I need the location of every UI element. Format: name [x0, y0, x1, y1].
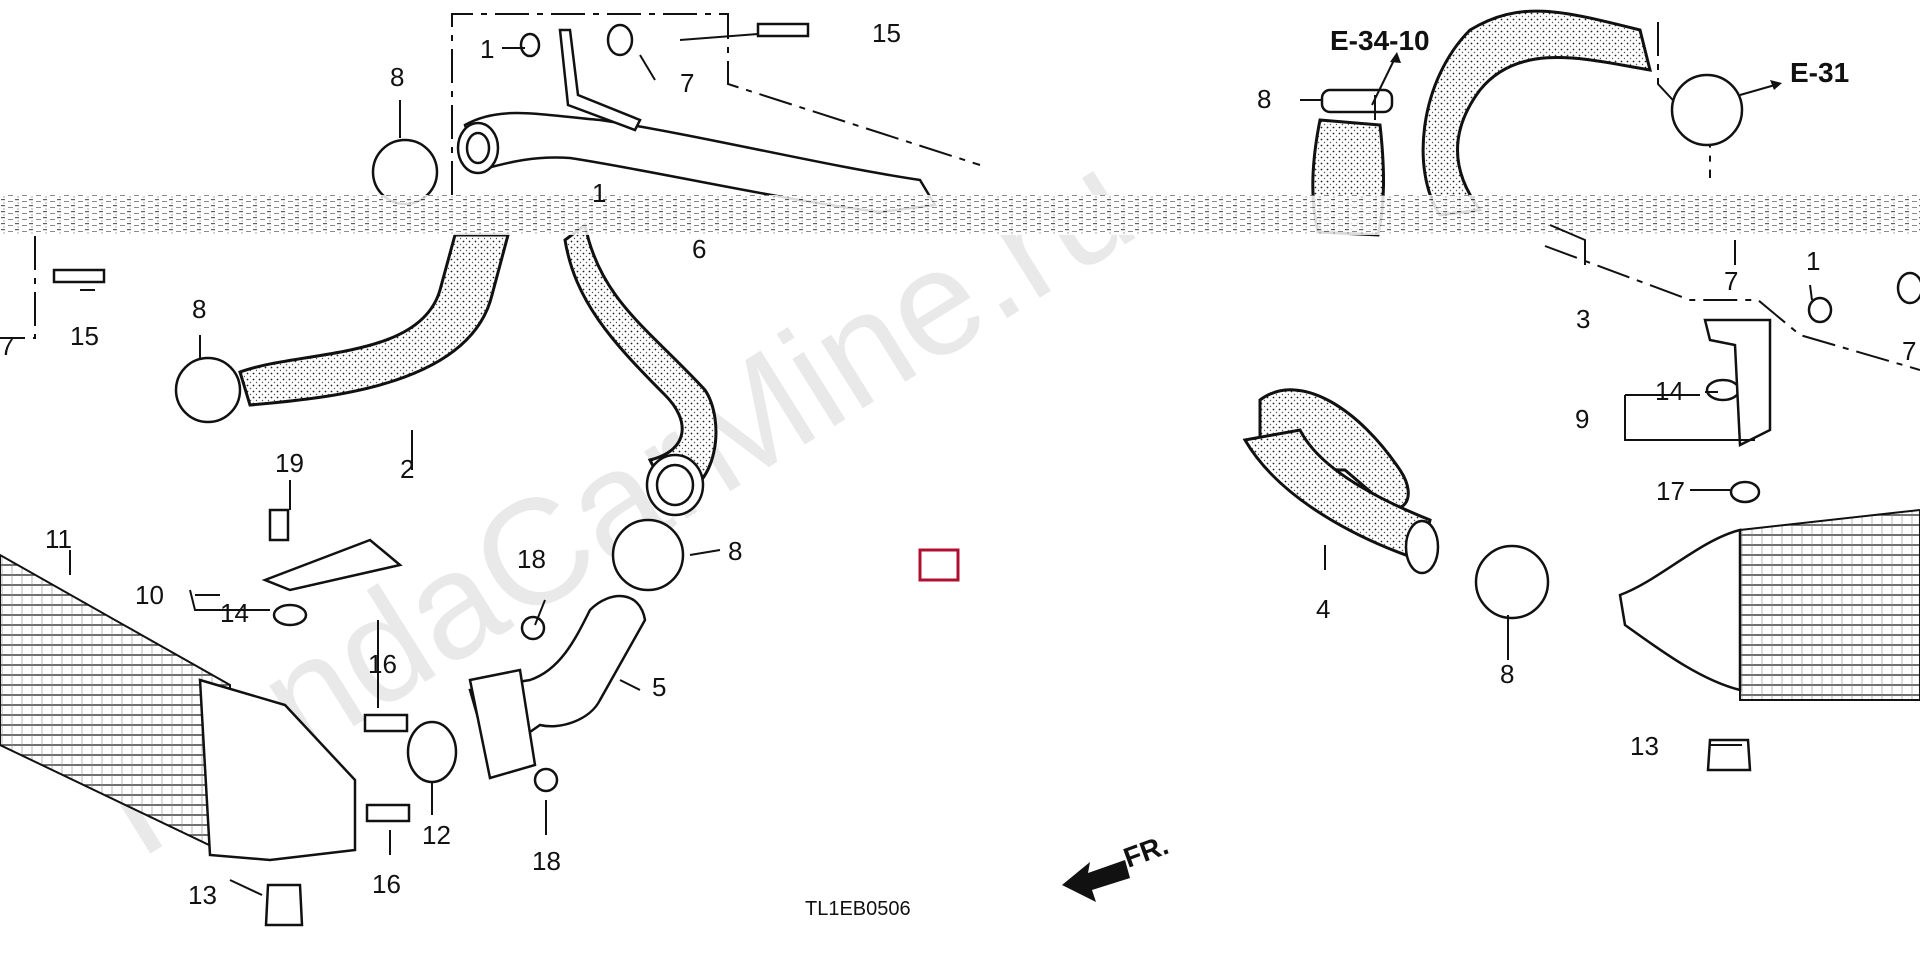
nut-icon [533, 767, 559, 793]
clamp-icon [1320, 88, 1394, 114]
part-label: 15 [70, 321, 99, 351]
part-label: 16 [372, 869, 401, 899]
pipe-5-flange [468, 668, 537, 780]
intercooler-hose-3 [1421, 9, 1653, 217]
turbo-outlet-pipe [463, 111, 938, 214]
part-label: 8 [1257, 84, 1271, 114]
part-label: 14 [220, 598, 249, 628]
part-label: 7 [0, 331, 14, 361]
clamp-icon [1670, 73, 1744, 147]
part-label: 18 [532, 846, 561, 876]
hose-clamps [174, 73, 1744, 620]
part-label: 8 [390, 62, 404, 92]
part-label: 7 [1724, 266, 1738, 296]
scan-noise-band [0, 195, 1920, 235]
bolt-icon [52, 268, 106, 284]
grommet-icon [272, 603, 308, 627]
part-label: 8 [1500, 659, 1514, 689]
part-label: 16 [368, 649, 397, 679]
direction-label: FR. [1119, 829, 1172, 874]
part-label: 8 [192, 294, 206, 324]
part-label: 14 [1655, 376, 1684, 406]
grommet-icon [1705, 378, 1741, 402]
hose-6-opening [655, 463, 695, 507]
grommet-icon [1896, 271, 1920, 305]
part-number-labels: 1 1 1 15 7 8 6 7 15 8 2 19 11 10 14 8 18… [0, 18, 1916, 910]
grommet-icon [606, 23, 634, 57]
bolt-icon [756, 22, 810, 38]
intercooler-hose-2 [238, 233, 510, 407]
ref-e-34-10: E-34-10 [1330, 25, 1430, 56]
part-label: 12 [422, 820, 451, 850]
mount-icon [264, 883, 304, 927]
part-label: 17 [1656, 476, 1685, 506]
clamp-icon [1474, 544, 1550, 620]
intercooler-core-right [1739, 508, 1920, 701]
part-label: 1 [480, 34, 494, 64]
part-label: 9 [1575, 404, 1589, 434]
fasteners [52, 22, 1920, 927]
intercooler-tank-left [198, 678, 357, 862]
part-label: 3 [1576, 304, 1590, 334]
part-label: 6 [692, 234, 706, 264]
part-label: 4 [1316, 594, 1330, 624]
grommet-icon [1729, 480, 1761, 504]
drawing-code: TL1EB0506 [805, 898, 911, 920]
part-label: 2 [400, 454, 414, 484]
front-direction-indicator: FR. [1062, 829, 1172, 902]
clamp-icon [611, 518, 685, 592]
part-label: 15 [872, 18, 901, 48]
highlight-marker [918, 548, 960, 582]
part-label: 13 [188, 880, 217, 910]
part-label: 7 [680, 68, 694, 98]
part-label: 1 [1806, 246, 1820, 276]
part-label: 11 [45, 524, 72, 554]
part-label: 8 [728, 536, 742, 566]
stud-icon [365, 803, 411, 823]
nut-icon [520, 615, 546, 641]
pipe-opening [465, 131, 491, 165]
nut-icon [1807, 296, 1833, 324]
part-label: 18 [517, 544, 546, 574]
arrow-left-icon [1062, 860, 1130, 902]
stud-icon [363, 713, 409, 733]
clamp-icon [371, 138, 439, 206]
ref-e-31: E-31 [1790, 57, 1849, 88]
part-label: 7 [1902, 336, 1916, 366]
mount-icon [1706, 738, 1752, 772]
bracket-icon [261, 538, 403, 592]
part-label: 19 [275, 448, 304, 478]
gasket-icon [406, 720, 458, 784]
clamp-icon [174, 356, 242, 424]
part-label: 5 [652, 672, 666, 702]
pipe-bracket [558, 28, 642, 132]
bolt-icon [268, 508, 290, 542]
bracket-icon [1703, 318, 1772, 447]
nut-icon [519, 32, 541, 58]
hose-4-end [1404, 519, 1440, 575]
part-label: 10 [135, 580, 164, 610]
part-label: 1 [592, 178, 606, 208]
intercooler-tank-right [1618, 528, 1742, 692]
reference-arrows [1371, 52, 1782, 106]
part-label: 13 [1630, 731, 1659, 761]
